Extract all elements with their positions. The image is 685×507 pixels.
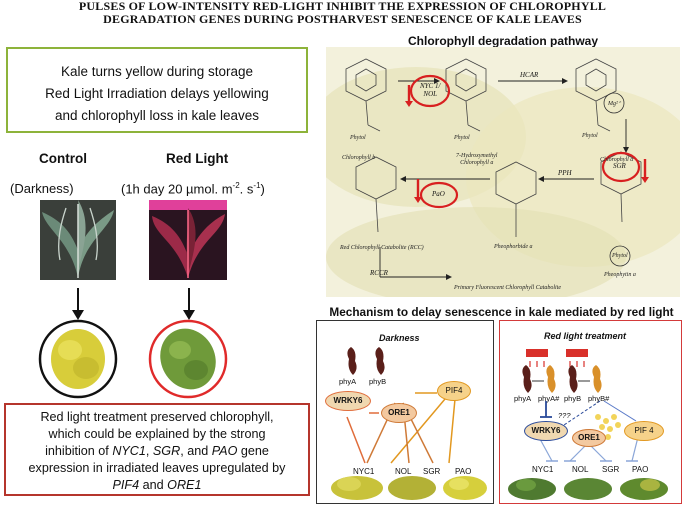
- dark-wrky6-node: WRKY6: [325, 391, 371, 411]
- red-gene-sgr: SGR: [602, 465, 620, 474]
- summary-box: Kale turns yellow during storage Red Lig…: [6, 47, 308, 133]
- dark-phyB-label: phyB: [369, 377, 387, 386]
- enzyme-nyc-nol: NYC 1/NOL: [420, 82, 441, 98]
- red-gene-nol: NOL: [572, 465, 589, 474]
- red-wrky6-node: WRKY6: [524, 421, 568, 441]
- redlight-subheading: (1h day 20 µmol. m-2. s-1): [121, 181, 265, 197]
- mg-ion-label: Mg²⁺: [608, 101, 621, 107]
- redlight-heading: Red Light: [166, 151, 229, 166]
- phytol-label-2: Phytol: [454, 135, 470, 141]
- dark-gene-nol: NOL: [395, 467, 412, 476]
- phytol-label-1: Phytol: [350, 135, 366, 141]
- dark-phyA-label: phyA: [339, 377, 357, 386]
- compound-rcc: Red Chlorophyll Catabolite (RCC): [340, 245, 424, 251]
- red-pif4-node: PIF 4: [624, 421, 664, 441]
- red-panel-title: Red light treatment: [544, 331, 627, 341]
- compound-chlorophyll-b: Chlorophyll b: [342, 155, 376, 161]
- dark-gene-nyc1: NYC1: [353, 467, 375, 476]
- result-line-2: which could be explained by the strong: [48, 427, 266, 441]
- red-phyB-label: phyB: [564, 394, 582, 403]
- title-line-1: PULSES OF LOW-INTENSITY RED-LIGHT INHIBI…: [78, 0, 607, 13]
- darkness-panel: Darkness phyA phyB WRKY6 ORE1 PIF4 NYC1 …: [316, 320, 494, 504]
- red-gene-nyc1: NYC1: [532, 465, 554, 474]
- mechanism-title: Mechanism to delay senescence in kale me…: [329, 305, 674, 319]
- result-line-5: PIF4 and ORE1: [112, 478, 202, 492]
- summary-line-1: Kale turns yellow during storage: [60, 64, 254, 79]
- enzyme-hcar: HCAR: [520, 71, 539, 79]
- redlight-plant-photo: [149, 200, 227, 280]
- result-line-1: Red light treatment preserved chlorophyl…: [40, 410, 274, 424]
- compound-pfcc: Primary Fluorescent Chlorophyll Cataboli…: [454, 285, 562, 291]
- summary-line-3: and chlorophyll loss in kale leaves: [54, 108, 260, 123]
- enzyme-pph: PPH: [558, 169, 572, 177]
- compound-pheophorbide-a: Pheophorbide a: [494, 244, 533, 250]
- title-line-2: DEGRADATION GENES DURING POSTHARVEST SEN…: [103, 12, 582, 26]
- red-unknown-label: ???: [558, 411, 571, 420]
- compound-chlorophyll-a: Chlorophyll a: [600, 157, 634, 163]
- poster-title: PULSES OF LOW-INTENSITY RED-LIGHT INHIBI…: [0, 0, 685, 26]
- enzyme-rccr: RCCR: [370, 269, 388, 277]
- red-gene-pao: PAO: [632, 465, 649, 474]
- dark-pif4-node: PIF4: [437, 381, 471, 401]
- result-line-3: inhibition of NYC1, SGR, and PAO gene: [45, 444, 269, 458]
- dark-ore1-node: ORE1: [381, 403, 417, 423]
- red-phyB-active-label: phyB#: [588, 394, 610, 403]
- result-box: Red light treatment preserved chlorophyl…: [4, 403, 310, 496]
- phytol-label-3: Phytol: [582, 133, 598, 139]
- enzyme-pao: PaO: [432, 190, 445, 198]
- compound-pheophytin-a: Pheophytin a: [604, 272, 636, 278]
- red-phyA-label: phyA: [514, 394, 532, 403]
- pathway-title: Chlorophyll degradation pathway: [407, 34, 598, 48]
- control-plant-photo: [40, 200, 116, 280]
- control-heading: Control: [39, 151, 87, 166]
- enzyme-sgr: SGR: [613, 162, 626, 170]
- treatment-illustrations: [38, 200, 228, 399]
- darkness-panel-title: Darkness: [379, 333, 420, 343]
- red-ore1-node: ORE1: [572, 429, 606, 447]
- dark-gene-pao: PAO: [455, 467, 472, 476]
- dark-gene-sgr: SGR: [423, 467, 441, 476]
- result-line-4: expression in irradiated leaves upregula…: [28, 461, 286, 475]
- control-subheading: (Darkness): [10, 181, 74, 196]
- summary-line-2: Red Light Irradiation delays yellowing: [45, 86, 269, 101]
- red-light-panel: Red light treatment phyA phyA# phyB phyB…: [499, 320, 682, 504]
- red-phyA-active-label: phyA#: [538, 394, 560, 403]
- chlorophyll-pathway-diagram: NYC 1/NOL HCAR SGR PaO PPH RCCR Chloroph…: [326, 47, 680, 297]
- phytol-label-4: Phytol: [612, 253, 628, 259]
